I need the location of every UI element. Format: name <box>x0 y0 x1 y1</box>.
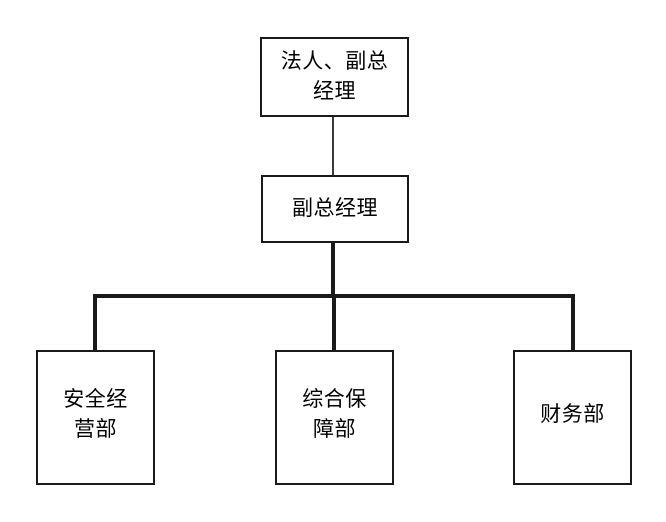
org-node-comprehensive-support-department[interactable]: 综合保 障部 <box>275 350 394 485</box>
connector-bus-to-safety-ops <box>93 294 97 351</box>
org-node-label: 财务部 <box>540 402 605 426</box>
org-node-label: 综合保 障部 <box>302 387 367 441</box>
org-node-deputy-general-manager[interactable]: 副总经理 <box>261 175 409 243</box>
connector-bus-to-finance <box>571 294 575 351</box>
connector-bus-to-support <box>332 294 336 351</box>
org-node-label: 副总经理 <box>292 196 378 221</box>
org-node-safety-operations-department[interactable]: 安全经 营部 <box>36 350 155 485</box>
org-node-legal-representative[interactable]: 法人、副总 经理 <box>260 37 409 117</box>
org-node-finance-department[interactable]: 财务部 <box>513 350 632 485</box>
connector-legal-rep-to-deputy-gm <box>332 116 334 176</box>
connector-deputy-gm-to-bus <box>331 242 335 298</box>
org-node-label: 安全经 营部 <box>63 387 128 441</box>
org-node-label: 法人、副总 经理 <box>280 49 389 103</box>
